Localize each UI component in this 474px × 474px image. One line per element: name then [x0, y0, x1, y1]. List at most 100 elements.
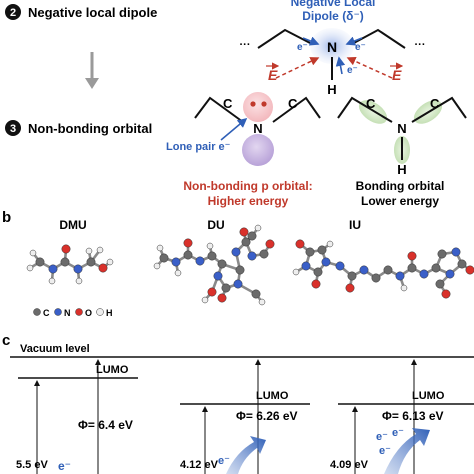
model-atom-n — [301, 261, 311, 271]
model-atom-o — [61, 244, 71, 254]
model-atom-o — [239, 227, 249, 237]
model-atom-h — [48, 277, 56, 285]
lumo-label-1: LUMO — [96, 364, 129, 376]
legend-swatch-h — [96, 308, 104, 316]
model-atom-n — [359, 265, 369, 275]
model-atom-o — [98, 263, 108, 273]
lumo-label-3: LUMO — [412, 390, 445, 402]
dipole-e-right: e⁻ — [355, 42, 366, 53]
model-atom-o — [441, 289, 451, 299]
nb-right-chain — [272, 96, 321, 123]
model-atom-h — [258, 298, 266, 306]
model-atom-n — [73, 264, 83, 274]
model-atom-c — [86, 257, 96, 267]
model-atom-o — [265, 239, 275, 249]
legend-label-h: H — [106, 308, 113, 318]
model-atom-h — [96, 246, 104, 254]
step-transition-arrowhead — [85, 78, 99, 89]
model-atom-h — [326, 240, 334, 248]
model-atom-c — [431, 263, 441, 273]
model-atom-c — [313, 267, 323, 277]
model-atom-n — [213, 271, 223, 281]
model-atom-c — [407, 263, 417, 273]
electron-label-3c: e⁻ — [379, 445, 391, 457]
model-atom-c — [207, 251, 217, 261]
dipole-label-line1: Negative Local — [291, 0, 376, 9]
model-atom-c — [235, 265, 245, 275]
model-atom-h — [106, 258, 114, 266]
dipole-label-line2: Dipole (δ⁻) — [302, 9, 364, 23]
electron-flow-arrow-3 — [384, 428, 430, 474]
step3-number: 3 — [10, 123, 16, 135]
gap-value-3: 4.09 eV — [330, 459, 369, 471]
iu-ball-and-stick-model — [292, 239, 474, 299]
model-atom-n — [335, 261, 345, 271]
legend-label-n: N — [64, 308, 71, 318]
nonbonding-caption-line2: Higher energy — [208, 194, 289, 208]
electron-label-2: e⁻ — [218, 455, 230, 467]
b-carbon-left: C — [366, 96, 376, 111]
model-atom-c — [217, 259, 227, 269]
vacuum-level-label: Vacuum level — [20, 343, 90, 355]
b-carbon-right: C — [430, 96, 440, 111]
efield-arrow-right — [346, 57, 393, 79]
dipole-e-bottom: e⁻ — [347, 65, 358, 76]
model-atom-c — [383, 265, 393, 275]
model-atom-n — [233, 279, 243, 289]
model-atom-o — [311, 279, 321, 289]
model-atom-n — [451, 247, 461, 257]
dmu-ball-and-stick-model — [26, 244, 114, 285]
model-atom-n — [195, 256, 205, 266]
model-atom-c — [435, 279, 445, 289]
b-hydrogen: H — [397, 162, 406, 177]
model-atom-c — [221, 283, 231, 293]
dipole-e-arrow-bottom — [335, 56, 346, 75]
nb-nitrogen: N — [253, 121, 262, 136]
molecule-name-du: DU — [207, 218, 224, 232]
model-atom-h — [254, 224, 262, 232]
model-atom-n — [231, 247, 241, 257]
dipole-dots-left: ··· — [240, 39, 251, 51]
legend-swatch-c — [33, 308, 41, 316]
legend-swatch-o — [75, 308, 83, 316]
model-atom-h — [292, 268, 300, 276]
nb-carbon-left: C — [223, 96, 233, 111]
model-atom-c — [241, 237, 251, 247]
model-atom-o — [407, 251, 417, 261]
model-atom-h — [85, 247, 93, 255]
lone-pair-pointer — [220, 117, 248, 141]
p-orbital-lower-lobe — [242, 134, 274, 166]
model-atom-c — [247, 231, 257, 241]
model-atom-h — [206, 242, 214, 250]
bonding-caption-line2: Lower energy — [361, 194, 439, 208]
dipole-dots-right: ··· — [415, 39, 426, 51]
step3-title: Non-bonding orbital — [28, 121, 152, 136]
negative-dipole-cloud — [310, 28, 354, 64]
model-atom-c — [60, 257, 70, 267]
model-atom-c — [159, 253, 169, 263]
nonbonding-caption-line1: Non-bonding p orbital: — [183, 179, 312, 193]
electron-label-3a: e⁻ — [376, 431, 388, 443]
model-atom-n — [247, 251, 257, 261]
model-atom-c — [457, 259, 467, 269]
bonding-caption-line1: Bonding orbital — [356, 179, 445, 193]
model-atom-n — [395, 271, 405, 281]
model-atom-c — [371, 273, 381, 283]
b-right-chain — [411, 96, 467, 123]
model-atom-o — [345, 283, 355, 293]
model-atom-o — [295, 239, 305, 249]
legend-swatch-n — [54, 308, 62, 316]
panel-c-label: c — [2, 332, 10, 349]
model-atom-h — [153, 262, 161, 270]
lone-pair-label: Lone pair e⁻ — [166, 141, 231, 153]
work-function-1: Φ= 6.4 eV — [78, 418, 133, 432]
legend-label-o: O — [85, 308, 92, 318]
du-ball-and-stick-model — [153, 224, 275, 306]
model-atom-h — [75, 277, 83, 285]
electron-flow-arrow-2 — [226, 436, 266, 474]
b-left-chain — [337, 96, 393, 123]
b-nitrogen: N — [397, 121, 406, 136]
model-atom-n — [445, 269, 455, 279]
model-atom-c — [347, 271, 357, 281]
